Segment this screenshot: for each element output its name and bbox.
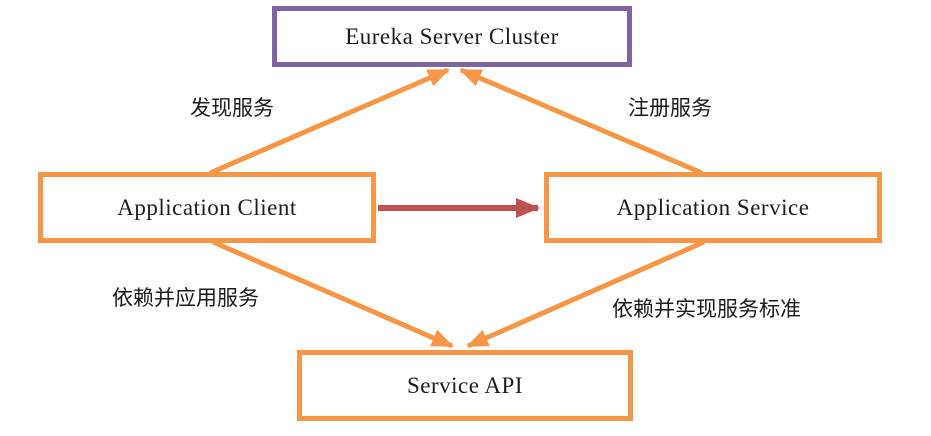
edge-label-discover-service: 发现服务 [190, 97, 274, 120]
edge-label-depend-and-use-service: 依赖并应用服务 [112, 287, 259, 310]
edge-label-depend-and-implement-standard: 依赖并实现服务标准 [612, 298, 801, 321]
node-application-service: Application Service [544, 172, 882, 243]
node-application-client: Application Client [38, 172, 376, 243]
node-api-label: Service API [406, 372, 523, 398]
node-service-api: Service API [297, 350, 633, 421]
edge-label-register-service: 注册服务 [628, 97, 712, 120]
node-eureka-server-cluster: Eureka Server Cluster [272, 6, 632, 67]
node-service-label: Application Service [616, 194, 810, 220]
arrow-client-to-api [212, 239, 454, 349]
node-client-label: Application Client [117, 194, 297, 220]
arrow-service-to-api [466, 239, 706, 349]
arrow-client-to-eureka [209, 67, 450, 176]
node-eureka-label: Eureka Server Cluster [345, 23, 559, 49]
arrow-service-to-eureka [459, 67, 703, 176]
